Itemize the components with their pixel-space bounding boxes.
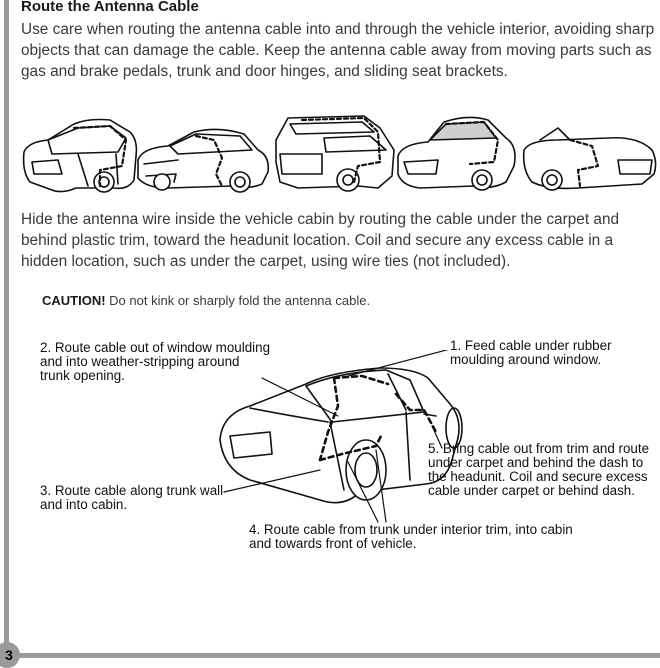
hide-cable-paragraph: Hide the antenna wire inside the vehicle… xyxy=(21,211,620,270)
sedan-cable-route-icon xyxy=(219,350,463,523)
vehicle-illustration-row xyxy=(22,115,657,193)
left-margin-rule xyxy=(4,0,9,646)
convertible-icon xyxy=(522,127,657,191)
caution-label: CAUTION! xyxy=(42,293,106,308)
page-number: 3 xyxy=(0,642,20,668)
step-5-label: 5. Bring cable out from trim and route u… xyxy=(428,441,650,498)
bottom-margin-rule xyxy=(18,653,660,658)
sedan-icon xyxy=(22,118,138,193)
caution-text: Do not kink or sharply fold the antenna … xyxy=(109,293,371,308)
suv-icon xyxy=(275,115,395,192)
caution-note: CAUTION! Do not kink or sharply fold the… xyxy=(42,293,370,308)
step-1-label: 1. Feed cable under rubber moulding arou… xyxy=(450,338,612,367)
step-4-label: 4. Route cable from trunk under interior… xyxy=(249,522,573,551)
coupe-icon xyxy=(137,128,270,193)
intro-paragraph: Use care when routing the antenna cable … xyxy=(21,21,655,80)
hardtop-convertible-icon xyxy=(397,116,516,191)
section-title: Route the Antenna Cable xyxy=(21,0,199,15)
step-2-label: 2. Route cable out of window moulding an… xyxy=(40,340,271,383)
step-3-label: 3. Route cable along trunk wall and into… xyxy=(40,483,224,512)
